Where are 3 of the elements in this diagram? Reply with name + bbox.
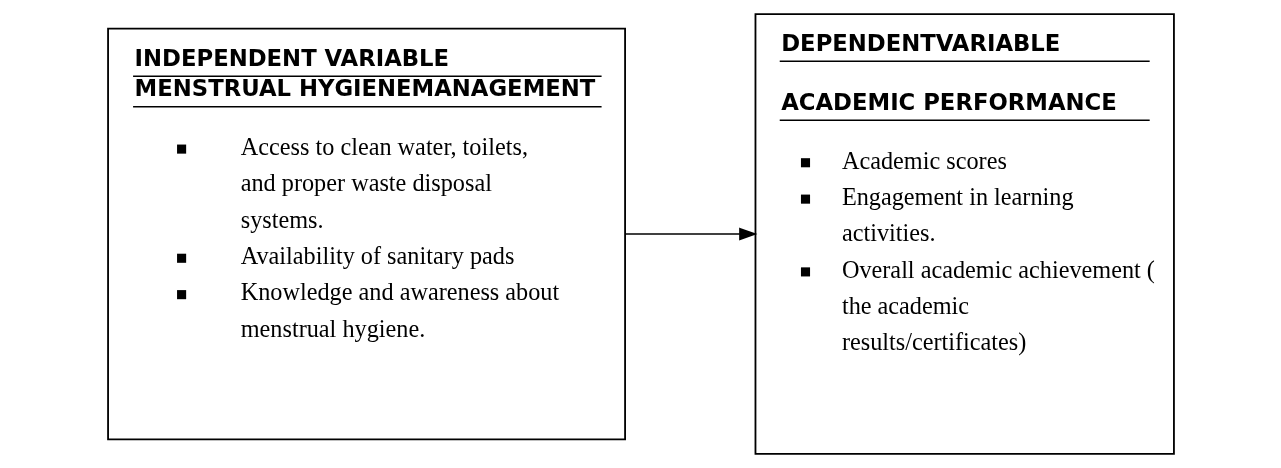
node-box: INDEPENDENT VARIABLE MENSTRUAL HYGIENEMANAGEMENT Access to clean water, toilets, and proper waste disposal systems. Availability of sanitary pads Knowledge and awareness about menstrual hygiene. xyxy=(106,27,626,441)
node-box: DEPENDENTVARIABLE ACADEMIC PERFORMANCE Academic scores Engagement in learning activities. Overall academic achievement ( the academic results/certificates) xyxy=(754,13,1175,455)
arrow xyxy=(623,227,757,241)
